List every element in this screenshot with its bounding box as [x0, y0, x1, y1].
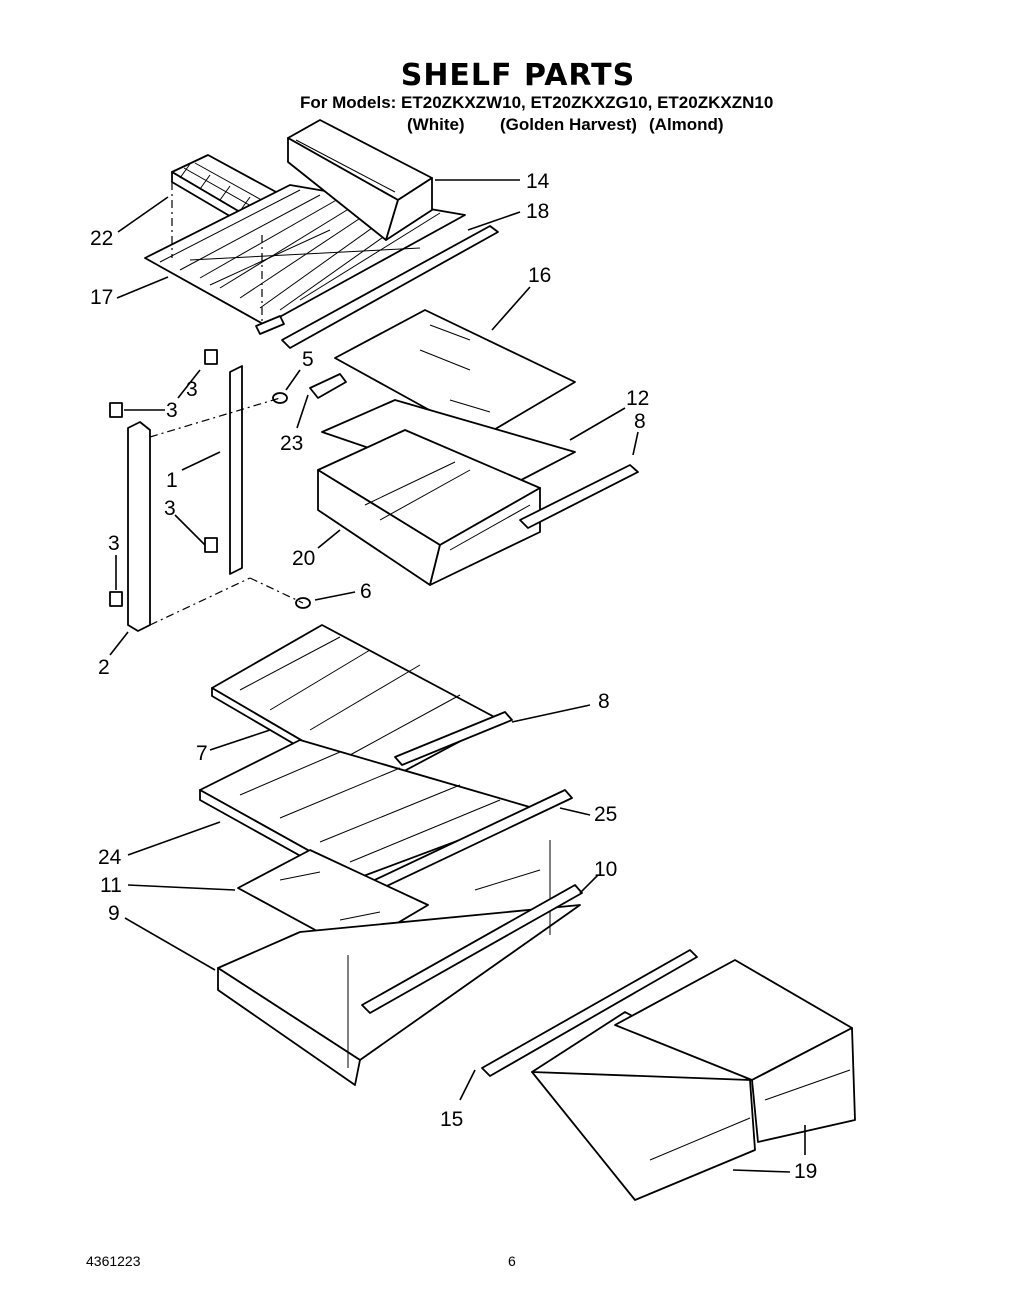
rail-23-drawing	[309, 373, 347, 399]
callout-3-top-left: 3	[166, 399, 178, 422]
callout-11: 11	[100, 874, 122, 897]
callout-8-lower: 8	[598, 690, 610, 713]
color-white: (White)	[407, 115, 465, 134]
callout-12: 12	[626, 387, 649, 410]
callout-18: 18	[526, 200, 549, 223]
crisper-drawer-drawing	[317, 399, 576, 586]
models-line: For Models: ET20ZKXZW10, ET20ZKXZG10, ET…	[300, 93, 774, 112]
color-almond: (Almond)	[649, 115, 724, 134]
rail-18-drawing	[281, 225, 499, 349]
callout-23: 23	[280, 432, 303, 455]
callout-25: 25	[594, 803, 617, 826]
crisper-frame-9-drawing	[217, 840, 583, 1086]
callout-8-upper: 8	[634, 410, 646, 433]
callout-3-mid: 3	[164, 497, 176, 520]
callout-20: 20	[292, 547, 315, 570]
leader-lines	[109, 179, 806, 1173]
callout-16: 16	[528, 264, 551, 287]
callout-17: 17	[90, 286, 113, 309]
page-title: SHELF PARTS	[400, 58, 636, 93]
callout-7: 7	[196, 742, 208, 765]
callout-24: 24	[98, 846, 122, 869]
callout-9: 9	[108, 902, 120, 925]
vertical-rails-drawing	[109, 349, 311, 632]
rail-8-lower-drawing	[394, 711, 513, 766]
callout-6: 6	[360, 580, 372, 603]
callout-3-low: 3	[108, 532, 120, 555]
callout-15: 15	[440, 1108, 463, 1131]
shelf-24-drawing	[199, 739, 541, 889]
rail-8-upper-drawing	[519, 464, 639, 529]
callout-10: 10	[594, 858, 617, 881]
callout-3-top-right: 3	[186, 378, 198, 401]
document-number: 4361223	[86, 1253, 141, 1269]
color-golden-harvest: (Golden Harvest)	[500, 115, 637, 134]
callout-19: 19	[794, 1160, 817, 1183]
crisper-drawers-19-drawing	[481, 949, 856, 1201]
callout-5: 5	[302, 348, 314, 371]
freezer-bin-drawing	[287, 119, 433, 241]
page-number: 6	[508, 1253, 516, 1269]
callout-2: 2	[98, 656, 110, 679]
callout-1: 1	[166, 469, 178, 492]
callout-14: 14	[526, 170, 550, 193]
rail-end-drawing	[255, 315, 285, 335]
callout-22: 22	[90, 227, 113, 250]
